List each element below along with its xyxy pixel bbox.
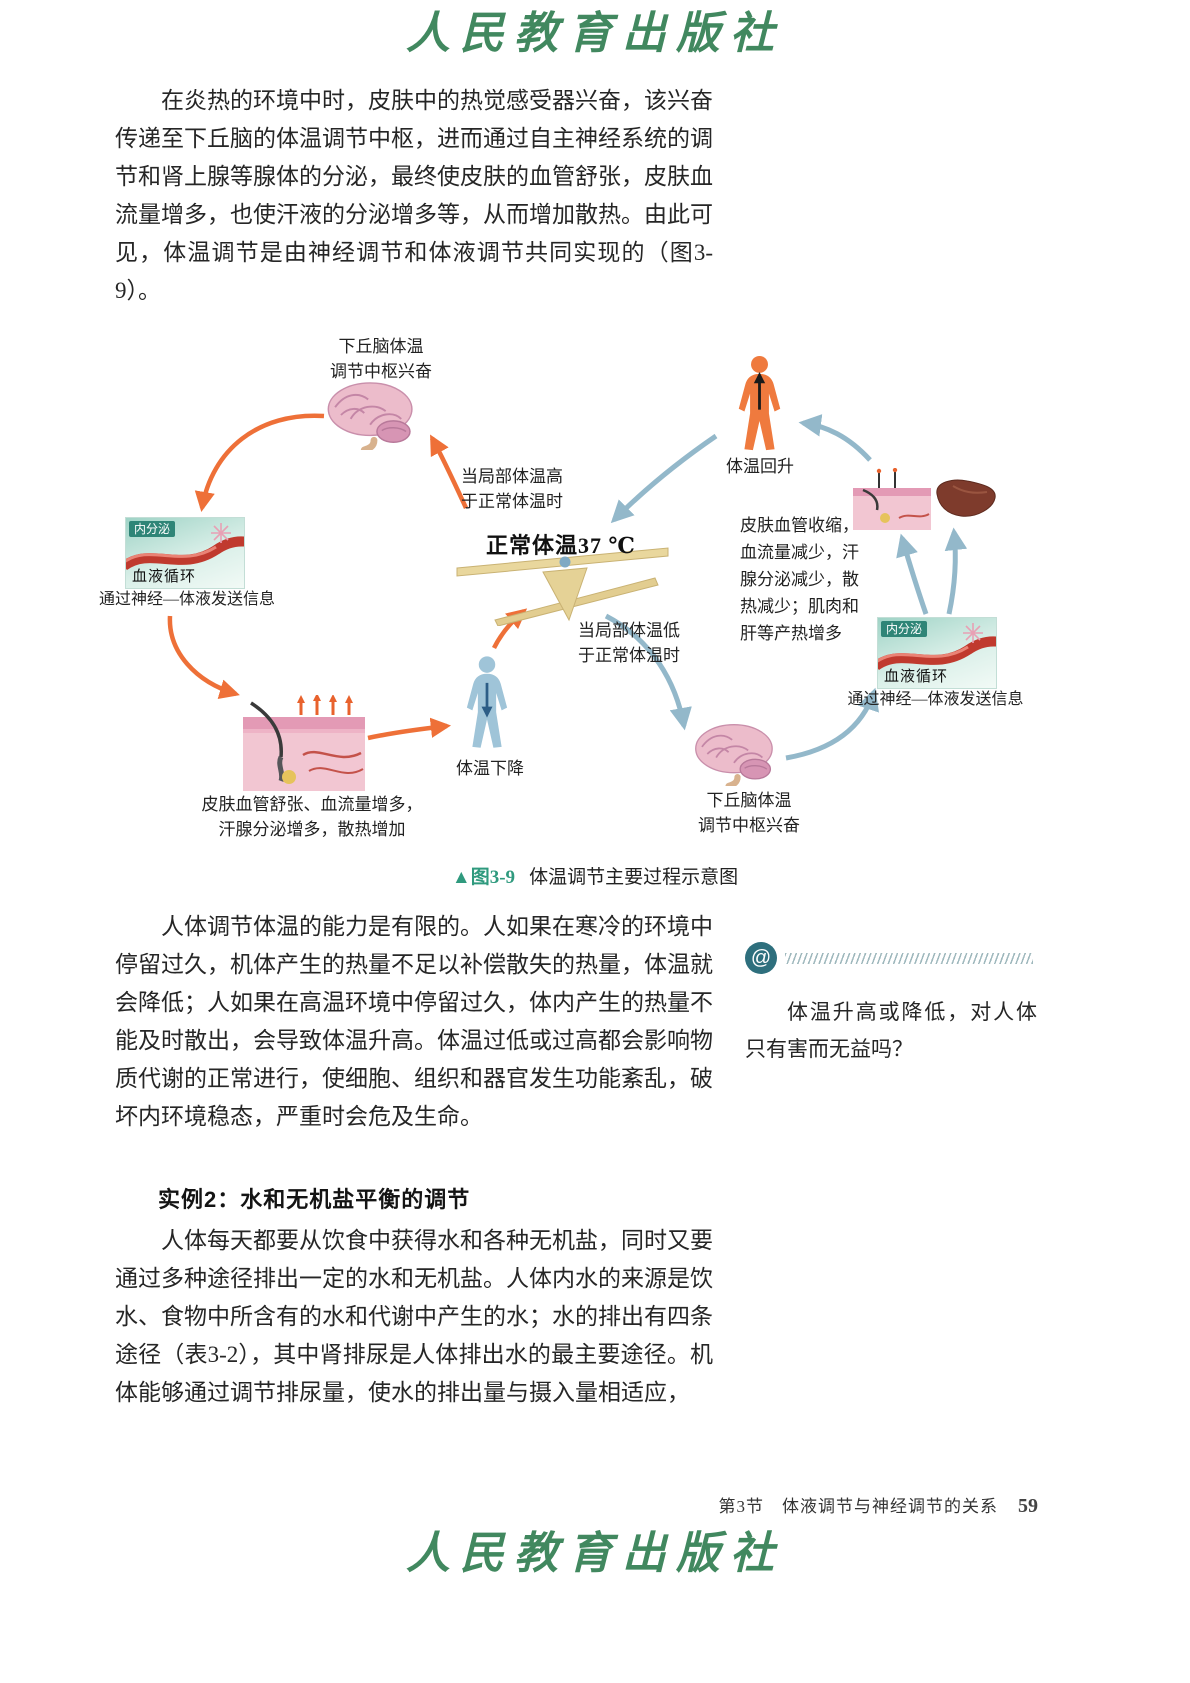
- figure-caption-label: ▲图3-9: [451, 867, 516, 888]
- sidebar-question-block: @ 体温升高或降低，对人体只有害而无益吗？: [745, 942, 1037, 1068]
- blood-circulation-label-left: 血液循环: [132, 569, 197, 585]
- label-info-via-left: 通过神经—体液发送信息: [98, 591, 275, 608]
- label-info-via-right: 通过神经—体液发送信息: [847, 691, 1024, 708]
- paragraph-3: 人体每天都要从饮食中获得水和各种无机盐，同时又要通过多种途径排出一定的水和无机盐…: [115, 1228, 713, 1405]
- cool-cycle-arrows: [604, 414, 968, 761]
- label-cond-high: 当局部体温高 于正常体温时: [461, 467, 563, 511]
- arrow-hypothalamus-to-blood-left: [194, 413, 325, 512]
- label-temp-fall: 体温下降: [456, 759, 524, 778]
- label-hypothalamus-top: 下丘脑体温 调节中枢兴奋: [330, 337, 432, 381]
- sidebar-question-text: 体温升高或降低，对人体只有害而无益吗？: [745, 1000, 1037, 1061]
- arrow-blood-to-skin-right: [896, 533, 929, 615]
- label-cond-low: 当局部体温低 于正常体温时: [578, 621, 680, 665]
- label-left-effects: 皮肤血管舒张、血流量增多， 汗腺分泌增多，散热增加: [201, 795, 423, 839]
- publisher-logo-bottom: 人民教育出版社: [406, 1529, 784, 1578]
- arrow-hypothalamus-to-blood-right: [785, 687, 879, 761]
- liver-icon: [933, 476, 999, 522]
- page-footer: 第3节 体液调节与神经调节的关系 59: [719, 1492, 1039, 1518]
- footer-section-title: 第3节 体液调节与神经调节的关系: [718, 1497, 998, 1516]
- arrow-high-to-hypothalamus: [430, 434, 469, 509]
- sidebar-header-row: @: [745, 942, 1037, 974]
- arrow-heat-to-temp-rise: [798, 414, 872, 462]
- blood-vessel-icon-right: [878, 623, 996, 671]
- label-normal-temp: 正常体温37 ℃: [486, 533, 636, 558]
- at-icon: @: [745, 942, 777, 974]
- arrow-skin-to-temp-fall: [367, 717, 452, 741]
- brain-icon-top: [322, 380, 426, 450]
- hatch-decoration: [785, 952, 1033, 964]
- arrow-low-to-hypothalamus-bottom: [604, 613, 692, 731]
- blood-circulation-label-right: 血液循环: [884, 669, 949, 685]
- endocrine-tag-left: 内分泌: [129, 521, 176, 537]
- flow-arrows-layer: [167, 413, 968, 761]
- blood-circulation-box-right: 内分泌 血液循环: [878, 618, 996, 688]
- brain-icon-bottom: [690, 722, 785, 786]
- paragraph-2: 人体调节体温的能力是有限的。人如果在寒冷的环境中停留过久，机体产生的热量不足以补…: [115, 914, 713, 1129]
- endocrine-tag-right: 内分泌: [881, 621, 928, 637]
- arrow-temp-rise-to-balance: [610, 433, 718, 524]
- label-right-effects: 皮肤血管收缩， 血流量减少，汗 腺分泌减少，散 热减少；肌肉和 肝等产热增多: [740, 516, 859, 643]
- page-number: 59: [1018, 1495, 1038, 1517]
- skin-icon-right: [853, 468, 931, 530]
- warm-cycle-arrows: [167, 413, 528, 741]
- balance-icon: [455, 536, 670, 626]
- arrow-blood-to-liver: [944, 527, 968, 615]
- human-figure-warm-icon: [722, 355, 797, 453]
- figure-caption-text: 体温调节主要过程示意图: [529, 867, 739, 888]
- label-temp-rise: 体温回升: [726, 457, 794, 476]
- skin-icon-left: [243, 695, 365, 791]
- example-2-heading: 实例2：水和无机盐平衡的调节: [158, 1187, 471, 1212]
- figure-caption: ▲图3-9 体温调节主要过程示意图: [0, 862, 1190, 889]
- figure-3-9: 下丘脑体温 调节中枢兴奋 当局部体温高 于正常体温时 正常体温37 ℃ 当局部体…: [0, 330, 1190, 860]
- blood-circulation-box-left: 内分泌 血液循环: [126, 518, 244, 588]
- human-figure-cool-icon: [455, 652, 519, 754]
- arrow-blood-to-skin-left: [167, 615, 240, 700]
- paragraph-1: 在炎热的环境中时，皮肤中的热觉感受器兴奋，该兴奋传递至下丘脑的体温调节中枢，进而…: [115, 88, 713, 303]
- blood-vessel-icon-left: [126, 523, 244, 571]
- label-hypothalamus-bottom: 下丘脑体温 调节中枢兴奋: [698, 791, 800, 835]
- publisher-logo-top: 人民教育出版社: [406, 9, 784, 58]
